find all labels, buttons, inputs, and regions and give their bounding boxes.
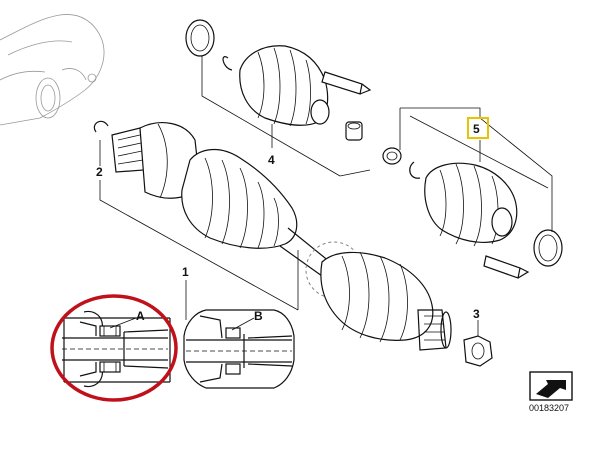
hub-nut — [463, 320, 493, 367]
leader-1 — [99, 180, 299, 320]
callout-a: A — [136, 309, 145, 323]
callout-b: B — [254, 309, 263, 323]
circlip-2 — [93, 120, 109, 166]
callout-3: 3 — [473, 307, 480, 321]
red-circle-highlight — [50, 294, 178, 402]
callout-4: 4 — [268, 153, 275, 167]
axle-shaft-assembly — [111, 122, 452, 351]
boot-kit-outer — [382, 107, 563, 279]
direction-arrow-icon — [529, 371, 573, 401]
detail-b: B — [183, 309, 295, 389]
highlight-box-5 — [467, 117, 489, 139]
callout-1: 1 — [182, 265, 189, 279]
boot-kit-inner — [185, 19, 372, 177]
callout-2: 2 — [96, 165, 103, 179]
callout-5: 5 — [473, 122, 480, 136]
transmission-housing — [0, 14, 105, 126]
detail-a: A — [50, 294, 178, 402]
catalog-number: 00183207 — [529, 403, 569, 413]
